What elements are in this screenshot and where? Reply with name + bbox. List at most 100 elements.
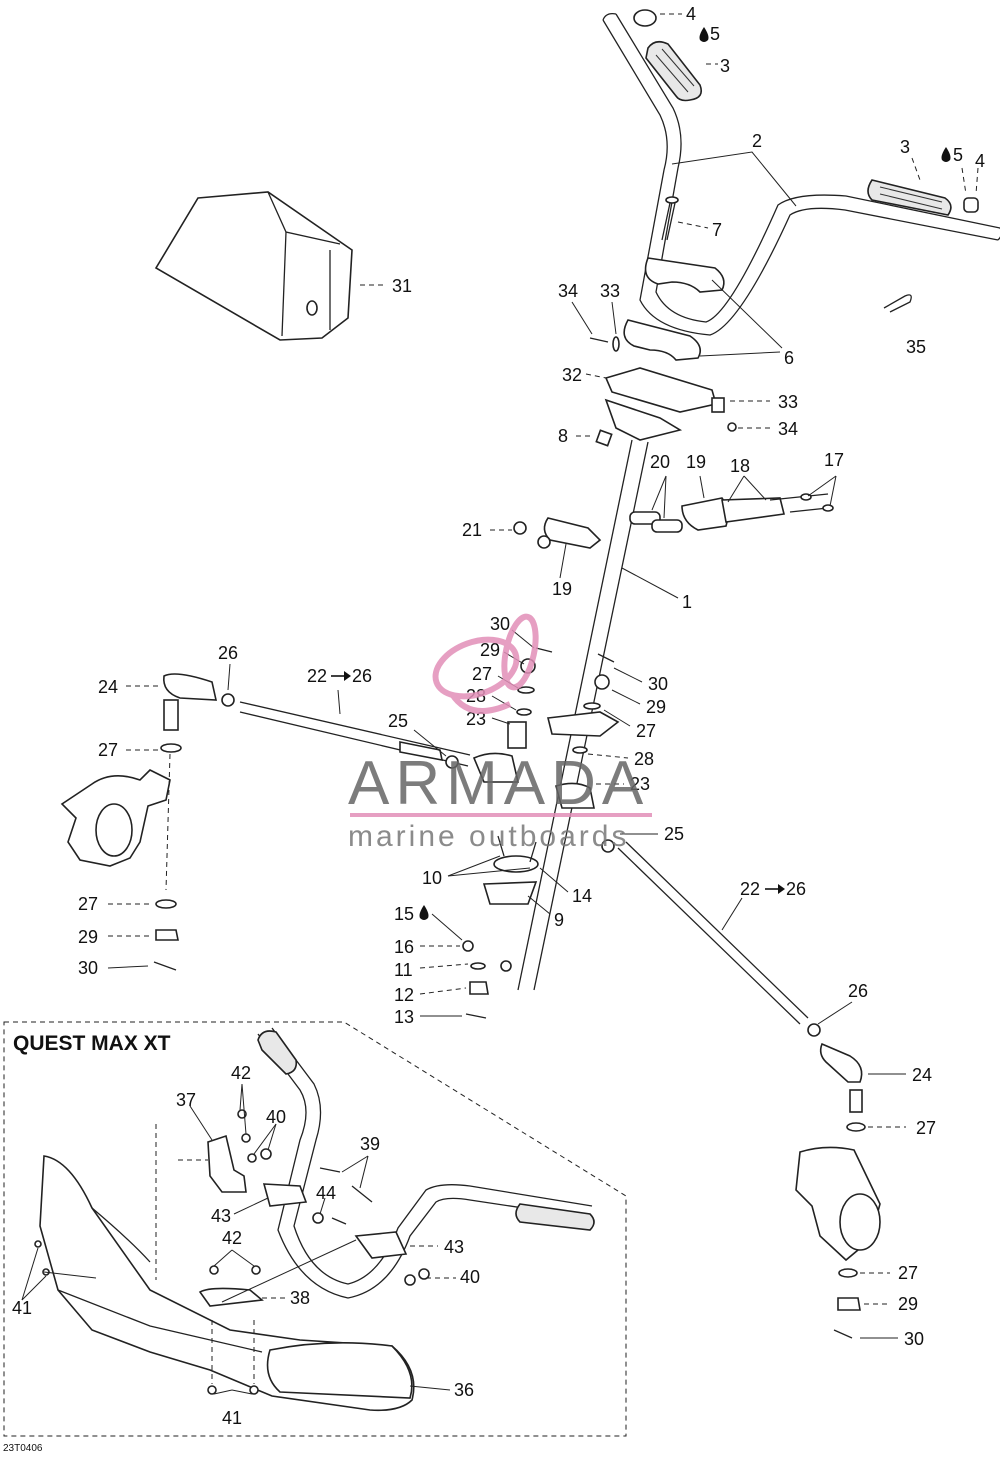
right-arrow-icon: [765, 884, 785, 894]
callout-30: 30: [904, 1329, 924, 1349]
callout-17: 17: [824, 450, 844, 470]
callout-11: 11: [394, 960, 413, 980]
callout-19: 19: [552, 579, 572, 599]
washer-28b: [572, 746, 588, 754]
handlebar-cover-31: [154, 191, 353, 341]
plate-18: [721, 497, 785, 523]
washer-11: [470, 962, 486, 970]
nut-16: [462, 940, 474, 952]
nut-29d: [837, 1297, 861, 1311]
oil-drop-icon: [699, 27, 709, 42]
oil-drop-icon: [419, 905, 429, 920]
ball-joint-left: [163, 673, 235, 731]
callout-37: 37: [176, 1090, 196, 1110]
washer-27f: [838, 1268, 858, 1278]
callout-23: 23: [630, 774, 650, 794]
spindle-right-bore: [839, 1193, 881, 1251]
callout-44: 44: [316, 1183, 336, 1203]
callout-27: 27: [98, 740, 118, 760]
callout-27: 27: [472, 664, 492, 684]
clip-33: [711, 397, 725, 413]
washer-27b: [155, 899, 177, 909]
callout-27: 27: [898, 1263, 918, 1283]
callout-2: 2: [752, 131, 762, 151]
callout-33: 33: [600, 281, 620, 301]
callout-10: 10: [422, 868, 442, 888]
callout-14: 14: [572, 886, 592, 906]
callout-19: 19: [686, 452, 706, 472]
pin-30b: [535, 647, 553, 653]
washer-27e: [846, 1122, 866, 1132]
oil-drop-icon: [941, 147, 951, 162]
callout-25: 25: [664, 824, 684, 844]
nut-25b: [601, 839, 615, 853]
clamp-upper: [644, 257, 725, 293]
callout-27: 27: [78, 894, 98, 914]
nut-8: [595, 429, 613, 447]
grip-upper: [633, 9, 703, 102]
callout-34: 34: [558, 281, 578, 301]
callout-27: 27: [916, 1118, 936, 1138]
pin-30c: [597, 653, 615, 663]
washer-27d: [583, 702, 601, 710]
callout-16: 16: [394, 937, 414, 957]
callout-8: 8: [558, 426, 568, 446]
callout-39: 39: [360, 1134, 380, 1154]
flange-9: [482, 881, 538, 905]
callout-36: 36: [454, 1380, 474, 1400]
callout-5: 5: [710, 24, 720, 44]
nut-26c: [807, 1023, 821, 1037]
clip-35: [883, 294, 912, 313]
ball-joint-right-stud: [849, 1089, 863, 1113]
screw-34: [589, 337, 609, 343]
callout-13: 13: [394, 1007, 414, 1027]
callout-26: 26: [218, 643, 238, 663]
callout-3: 3: [900, 137, 910, 157]
washer-33: [612, 336, 620, 352]
callout-34: 34: [778, 419, 798, 439]
washer-27c: [517, 686, 535, 694]
bolt-17b: [789, 507, 829, 513]
grip-right: [867, 179, 979, 216]
callout-24: 24: [98, 677, 118, 697]
callout-29: 29: [480, 640, 500, 660]
callout-38: 38: [290, 1288, 310, 1308]
nut-29a: [155, 929, 179, 941]
tie-rod-end-23a: [507, 721, 527, 749]
diagram-code: 23T0406: [3, 1443, 43, 1454]
washer-28a: [516, 708, 532, 716]
callout-32: 32: [562, 365, 582, 385]
leader-lines: [107, 13, 979, 1339]
bushing-20a: [629, 511, 661, 525]
callout-30: 30: [648, 674, 668, 694]
callout-1: 1: [682, 592, 692, 612]
watermark-brand: ARMADA: [348, 749, 649, 818]
nut-34: [727, 422, 737, 432]
callout-43: 43: [444, 1237, 464, 1257]
callout-42: 42: [222, 1228, 242, 1248]
callout-40: 40: [266, 1107, 286, 1127]
ball-joint-right: [819, 1042, 863, 1083]
callout-30: 30: [78, 958, 98, 978]
nut-29c: [594, 674, 610, 690]
callout-25: 25: [388, 711, 408, 731]
callout-7: 7: [712, 220, 722, 240]
callout-12: 12: [394, 985, 414, 1005]
bolt-10a: [497, 835, 505, 857]
nut-12: [469, 981, 489, 995]
bearing-block-left: [543, 517, 602, 549]
watermark-logo-icon: [432, 613, 539, 714]
spindle-left-bore: [95, 803, 133, 857]
callout-9: 9: [554, 910, 564, 930]
handlebar: [602, 12, 1000, 336]
callout-3: 3: [720, 56, 730, 76]
tie-rod-left: [239, 701, 471, 767]
callout-4: 4: [686, 4, 696, 24]
tie-rod-end-23a-body: [472, 752, 520, 783]
pin-13: [465, 1013, 487, 1019]
watermark-tagline: marine outboards: [348, 820, 629, 853]
callout-21: 21: [462, 520, 482, 540]
callout-26: 26: [848, 981, 868, 1001]
callout-41: 41: [12, 1298, 32, 1318]
